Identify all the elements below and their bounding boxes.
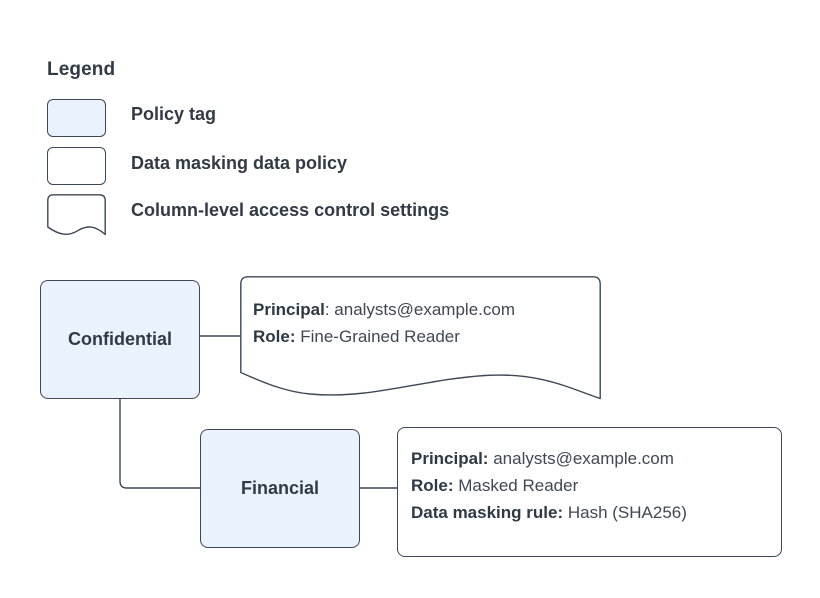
panel-line-role-value: Fine-Grained Reader bbox=[300, 327, 460, 346]
legend-title: Legend bbox=[47, 59, 116, 80]
panel-line-principal: Principal: analysts@example.com bbox=[253, 296, 515, 323]
rounded-rect-plain-icon bbox=[47, 147, 106, 185]
panel-line-role: Role: Masked Reader bbox=[411, 472, 781, 499]
panel-line-masking-rule: Data masking rule: Hash (SHA256) bbox=[411, 499, 781, 526]
legend-swatch-column-access-settings bbox=[47, 194, 106, 236]
panel-line-masking-rule-key: Data masking rule: bbox=[411, 503, 564, 522]
data-masking-policy-financial-text: Principal: analysts@example.com Role: Ma… bbox=[398, 428, 781, 526]
data-masking-policy-financial[interactable]: Principal: analysts@example.com Role: Ma… bbox=[397, 427, 782, 557]
policy-tag-confidential[interactable]: Confidential bbox=[40, 280, 200, 399]
panel-line-principal: Principal: analysts@example.com bbox=[411, 445, 781, 472]
panel-line-principal-key: Principal: bbox=[411, 449, 489, 468]
panel-line-principal-value: analysts@example.com bbox=[334, 300, 515, 319]
access-control-settings-confidential-text: Principal: analysts@example.com Role: Fi… bbox=[240, 276, 515, 350]
policy-tag-confidential-label: Confidential bbox=[68, 329, 172, 349]
connector-confidential-to-financial bbox=[119, 399, 200, 489]
legend-label-data-masking-policy: Data masking data policy bbox=[131, 153, 348, 173]
rounded-rect-filled-icon bbox=[47, 99, 106, 137]
wavy-bottom-rect-icon bbox=[47, 194, 106, 236]
access-control-settings-confidential[interactable]: Principal: analysts@example.com Role: Fi… bbox=[240, 276, 601, 400]
legend-label-column-access-settings: Column-level access control settings bbox=[131, 200, 450, 220]
legend-swatch-data-masking-policy bbox=[47, 147, 106, 185]
panel-line-role-value: Masked Reader bbox=[458, 476, 579, 495]
panel-line-masking-rule-value: Hash (SHA256) bbox=[567, 503, 687, 522]
legend-swatch-policy-tag bbox=[47, 99, 106, 137]
panel-line-principal-key: Principal bbox=[253, 300, 325, 319]
panel-line-role-key: Role: bbox=[253, 327, 296, 346]
panel-line-role: Role: Fine-Grained Reader bbox=[253, 323, 515, 350]
wavy-bottom-panel-shape bbox=[240, 276, 601, 400]
policy-tag-financial-label: Financial bbox=[240, 478, 320, 498]
policy-tag-financial[interactable]: Financial bbox=[200, 429, 360, 548]
panel-line-role-key: Role: bbox=[411, 476, 454, 495]
panel-line-principal-colon: : bbox=[324, 300, 330, 319]
legend-label-policy-tag: Policy tag bbox=[131, 104, 217, 124]
panel-line-principal-value: analysts@example.com bbox=[493, 449, 674, 468]
